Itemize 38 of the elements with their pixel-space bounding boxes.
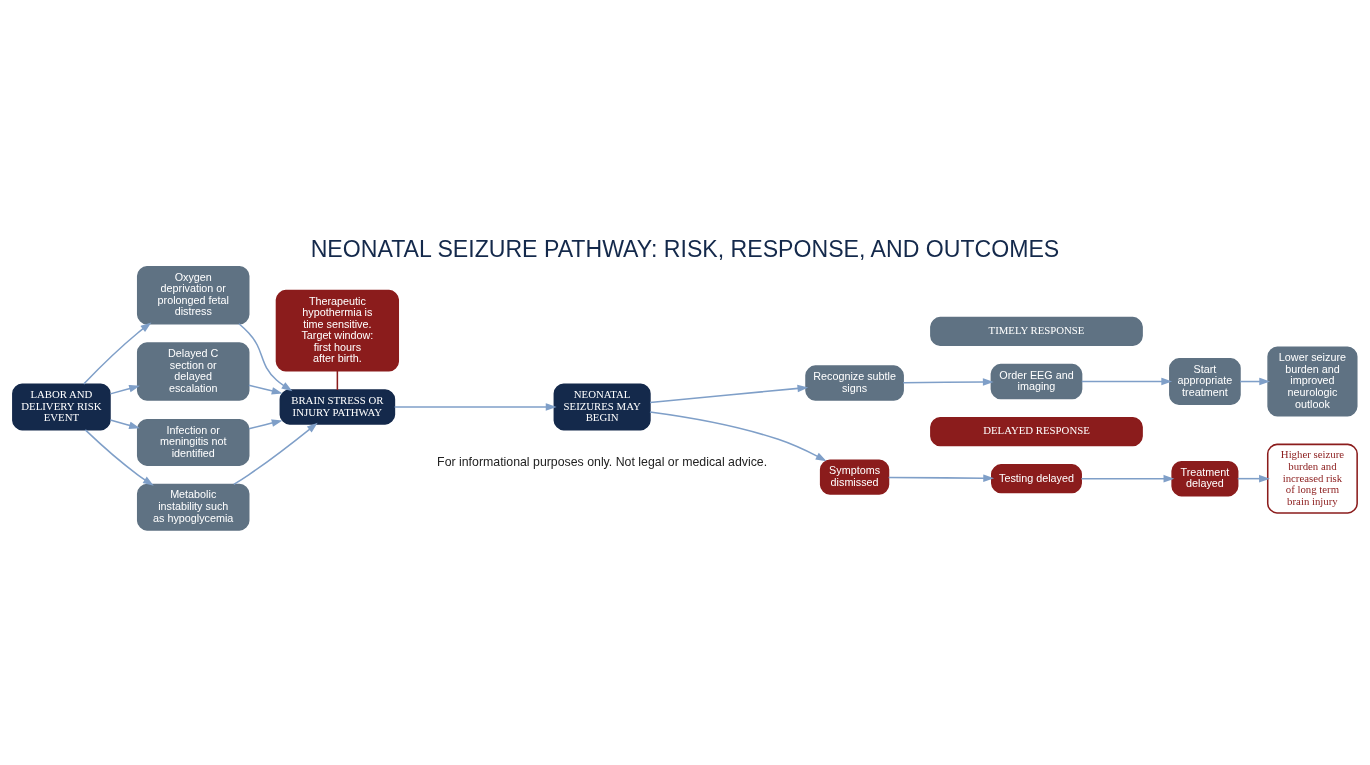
connector (336, 370, 339, 391)
arrow (248, 419, 283, 430)
node-box: Testing delayed (991, 464, 1082, 494)
node-box: BRAIN STRESS OR INJURY PATHWAY (279, 389, 396, 425)
node-box: DELAYED RESPONSE (930, 417, 1143, 447)
node-box: Higher seizure burden and increased risk of long term brain injury (1266, 443, 1358, 514)
arrow (1081, 377, 1173, 386)
node-box: Metabolic instability such as hypoglycemia (136, 483, 250, 531)
arrow (248, 384, 283, 395)
arrow (1239, 377, 1271, 386)
node-box: Delayed C section or delayed escalation (136, 342, 250, 401)
node-box: Order EEG and imaging (990, 363, 1083, 400)
node-box: LABOR AND DELIVERY RISK EVENT (12, 383, 111, 431)
arrow (1080, 474, 1175, 483)
arrow (84, 429, 154, 486)
arrow (649, 411, 827, 462)
arrow (887, 474, 995, 482)
node-box: Recognize subtle signs (805, 365, 904, 401)
node-box: Start appropriate treatment (1169, 358, 1241, 406)
arrow (233, 422, 318, 486)
arrow (649, 384, 809, 404)
node-box: NEONATAL SEIZURES MAY BEGIN (553, 383, 651, 431)
arrow (109, 385, 140, 395)
arrow (238, 322, 293, 392)
arrow (393, 403, 557, 411)
caption: For informational purposes only. Not legal or medical advice. (437, 455, 768, 470)
node-box: Infection or meningitis not identified (136, 418, 250, 466)
node-box: Symptoms dismissed (819, 459, 890, 495)
node-box: Lower seizure burden and improved neurologic outlook (1267, 346, 1358, 417)
node-box: TIMELY RESPONSE (930, 316, 1143, 347)
arrow (109, 419, 140, 429)
arrow (82, 322, 152, 385)
node-box: Oxygen deprivation or prolonged fetal distress (136, 265, 250, 325)
node-box: Treatment delayed (1171, 460, 1239, 497)
arrow (902, 378, 994, 386)
diagram-title: NEONATAL SEIZURE PATHWAY: RISK, RESPONSE, AND OUTCOMES (310, 235, 1060, 262)
node-box: Therapeutic hypothermia is time sensitive. Target window: first hours after birth. (275, 289, 400, 372)
arrow (1237, 474, 1270, 483)
